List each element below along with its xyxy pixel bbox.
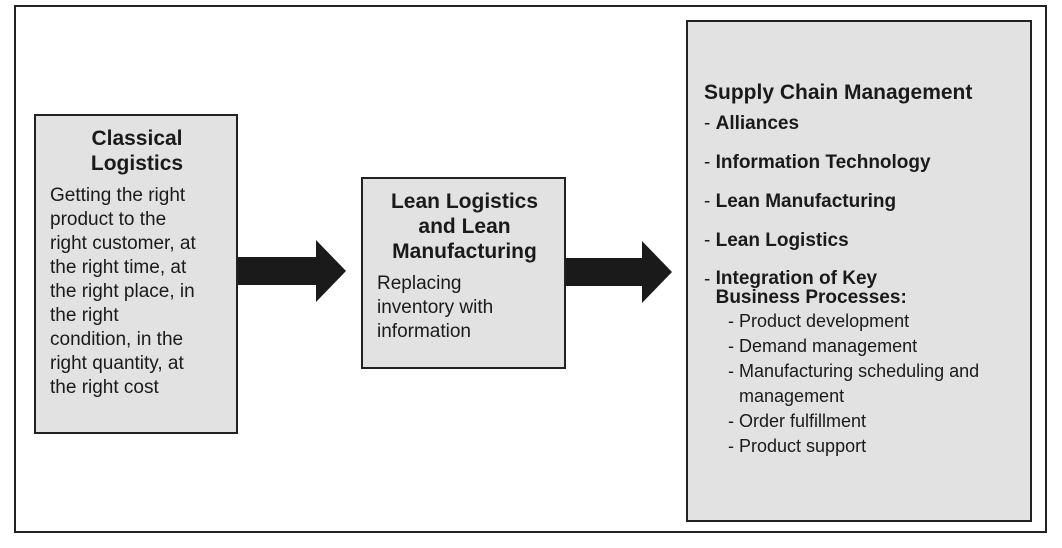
business-process-item: - Manufacturing scheduling and managemen… (728, 359, 1020, 409)
right-arrow-icon (566, 241, 672, 303)
scm-item: - Lean Manufacturing (704, 191, 1020, 213)
business-process-list: - Product development - Demand managemen… (728, 309, 1020, 459)
supply-chain-management-box: Supply Chain Management - Alliances - In… (686, 20, 1032, 522)
classical-line: the right place, in (50, 281, 195, 302)
scm-item-label: Information Technology (715, 152, 931, 173)
classical-logistics-title: Classical Logistics (50, 126, 224, 176)
business-process-item: - Product development (728, 309, 1020, 334)
classical-logistics-description: Getting the right product to the right c… (50, 184, 224, 400)
lean-logistics-title: Lean Logistics and Lean Manufacturing (377, 189, 552, 264)
scm-item: - Lean Logistics (704, 230, 1020, 252)
business-process-label: Product support (739, 436, 867, 456)
scm-item-label: Alliances (715, 113, 800, 134)
dash-bullet: - (704, 269, 711, 290)
classical-line: the right time, at (50, 257, 187, 278)
scm-item: - Alliances (704, 113, 1020, 135)
dash-bullet: - (704, 113, 711, 134)
classical-logistics-box: Classical Logistics Getting the right pr… (34, 114, 238, 434)
business-process-label: Demand management (739, 336, 918, 356)
lean-line: inventory with (377, 297, 494, 318)
classical-line: the right cost (50, 377, 159, 398)
lean-logistics-box: Lean Logistics and Lean Manufacturing Re… (361, 177, 566, 369)
business-process-item: - Demand management (728, 334, 1020, 359)
classical-line: the right (50, 305, 119, 326)
lean-title-line: Lean Logistics (390, 190, 539, 213)
dash-bullet: - (728, 336, 734, 356)
scm-item-label: Lean Manufacturing (715, 191, 897, 212)
integration-line: Business Processes: (715, 287, 907, 308)
business-process-item: - Product support (728, 434, 1020, 459)
dash-bullet: - (728, 436, 734, 456)
classical-line: right quantity, at (50, 353, 184, 374)
dash-bullet: - (704, 230, 711, 251)
classical-line: right customer, at (50, 233, 196, 254)
lean-logistics-description: Replacing inventory with information (377, 272, 552, 344)
lean-title-line: and Lean (418, 215, 511, 238)
business-process-label: Manufacturing scheduling and management (739, 361, 980, 406)
scm-item: - Information Technology (704, 152, 1020, 174)
scm-title: Supply Chain Management (704, 81, 973, 104)
classical-title-line: Classical (91, 127, 183, 150)
scm-item-integration: - Integration of Key Business Processes:… (704, 269, 1020, 459)
dash-bullet: - (728, 311, 734, 331)
business-process-label: Order fulfillment (739, 411, 867, 431)
dash-bullet: - (704, 152, 711, 173)
business-process-label: Product development (739, 311, 910, 331)
right-arrow-icon (238, 240, 346, 302)
dash-bullet: - (728, 411, 734, 431)
scm-item-label: Lean Logistics (715, 230, 849, 251)
dash-bullet: - (728, 361, 734, 381)
integration-line: Integration of Key (715, 268, 878, 289)
dash-bullet: - (704, 191, 711, 212)
integration-label: Integration of Key Business Processes: (716, 269, 907, 307)
lean-line: Replacing (377, 273, 462, 294)
classical-line: condition, in the (50, 329, 184, 350)
classical-line: Getting the right (50, 185, 186, 206)
lean-title-line: Manufacturing (392, 240, 537, 263)
business-process-item: - Order fulfillment (728, 409, 1020, 434)
scm-list: - Alliances - Information Technology - L… (704, 113, 1020, 459)
classical-line: product to the (50, 209, 167, 230)
lean-line: information (377, 321, 471, 342)
classical-title-line: Logistics (90, 152, 184, 175)
